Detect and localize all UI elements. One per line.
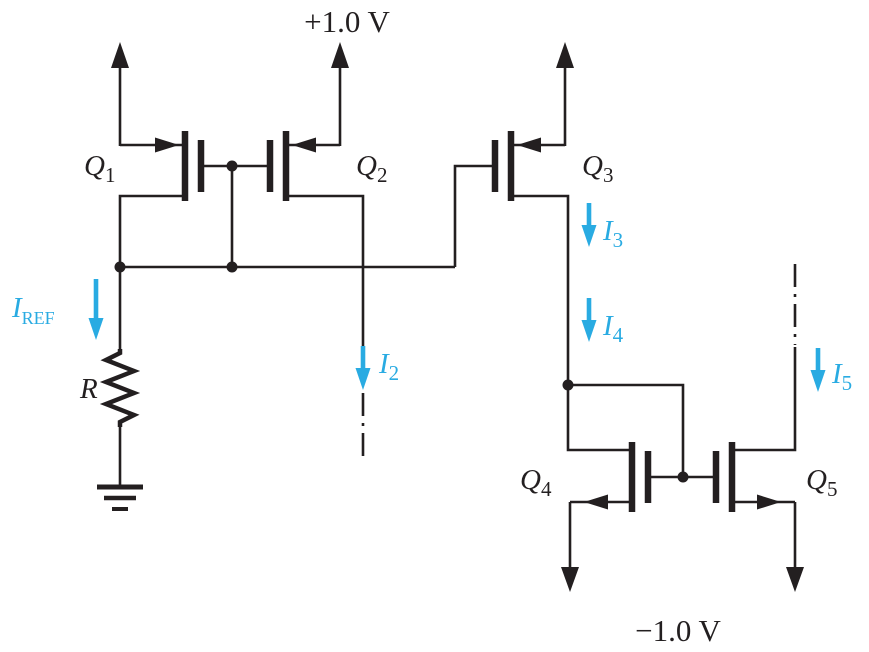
resistor-label: R: [79, 373, 98, 405]
current-i5: I5: [810, 348, 852, 395]
negative-supply-label: −1.0 V: [635, 613, 721, 648]
positive-supply-rail: +1.0 V: [111, 4, 574, 146]
current-i4: I4: [581, 298, 624, 347]
i2-down-arrow-icon: [355, 368, 371, 390]
gate-bus: [114, 160, 492, 273]
i5-down-arrow-icon: [810, 370, 826, 392]
junction-dot: [226, 160, 238, 172]
down-arrow-icon: [786, 567, 804, 592]
q4-label: Q4: [520, 464, 552, 501]
q2-drain-lead: [289, 194, 365, 346]
up-arrow-icon: [331, 42, 349, 68]
q2-source-arrow-icon: [292, 137, 316, 153]
up-arrow-icon: [556, 42, 574, 68]
transistor-q4: Q4: [520, 442, 683, 592]
negative-supply-rail: −1.0 V: [635, 613, 721, 648]
q3-gate-riser: [453, 164, 492, 267]
down-arrow-icon: [561, 567, 579, 592]
iref-label: IREF: [11, 292, 55, 328]
q1-source-arrow-icon: [155, 137, 179, 153]
q1-label: Q1: [84, 150, 115, 187]
i4-label: I4: [602, 310, 624, 347]
transistor-q1: Q1: [84, 131, 205, 267]
reference-branch: R: [79, 267, 143, 511]
q4-source-arrow-icon: [584, 494, 608, 510]
i3-down-arrow-icon: [581, 225, 597, 247]
resistor-symbol: [99, 349, 141, 427]
junction-dot: [226, 261, 238, 273]
junction-dot: [562, 379, 574, 391]
q5-label: Q5: [806, 464, 837, 501]
q5-source-arrow-icon: [757, 494, 781, 510]
i3-label: I3: [602, 215, 623, 252]
i4-down-arrow-icon: [581, 320, 597, 342]
transistor-q5: Q5: [683, 264, 837, 592]
q2-label: Q2: [356, 150, 387, 187]
transistor-q3: Q3: [491, 131, 629, 452]
up-arrow-icon: [111, 42, 129, 68]
q5-drain-lead: [735, 347, 797, 452]
mirror-gate-link: [562, 379, 689, 483]
i2-label: I2: [378, 348, 399, 385]
current-i2: I2: [355, 346, 399, 390]
q1-drain-lead: [118, 194, 182, 267]
diode-connection-wire: [568, 383, 685, 477]
current-iref: IREF: [11, 279, 104, 340]
q3-label: Q3: [582, 150, 613, 187]
transistor-q2: Q2: [266, 131, 387, 346]
q3-source-arrow-icon: [517, 137, 541, 153]
q3-drain-lead: [514, 194, 629, 452]
current-i3: I3: [581, 203, 623, 252]
ground-icon: [97, 484, 143, 511]
i5-label: I5: [831, 358, 852, 395]
positive-supply-label: +1.0 V: [304, 4, 390, 39]
iref-down-arrow-icon: [88, 318, 104, 340]
